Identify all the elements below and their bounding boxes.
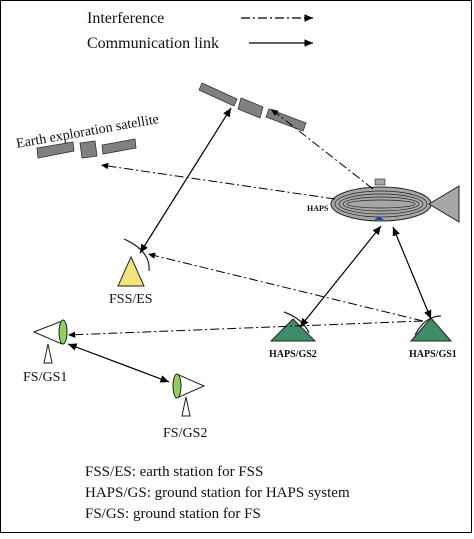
- haps-gs1-dish: [414, 315, 442, 336]
- fss-es-label: FSS/ES: [109, 292, 153, 307]
- haps-top-fin: [374, 178, 386, 186]
- link-haps-gs2: [299, 225, 382, 328]
- haps-gs2-triangle: [269, 318, 317, 342]
- fs-gs1-horn: [32, 320, 63, 345]
- note-fs-gs: FS/GS: ground station for FS: [85, 506, 261, 522]
- note-haps-gs: HAPS/GS: ground station for HAPS system: [85, 485, 350, 501]
- eess-left-panel: [36, 141, 75, 159]
- note-fss-es: FSS/ES: earth station for FSS: [85, 464, 263, 480]
- interference-gs1-fs-gs1: [67, 320, 424, 338]
- communication-links: [67, 107, 432, 383]
- haps-gs2-dish: [283, 311, 310, 334]
- fss-es-dish: [123, 238, 150, 272]
- notes: FSS/ES: earth station for FSS HAPS/GS: g…: [85, 464, 350, 522]
- haps-gs2-station: [269, 311, 317, 342]
- fs-gs1-label: FS/GS1: [23, 370, 67, 385]
- haps-label: HAPS: [307, 204, 329, 213]
- fs-gs2-station: [172, 373, 206, 417]
- fss-es-station: [117, 238, 150, 287]
- link-fs-gs1-fs-gs2: [67, 343, 170, 383]
- haps-gs1-station: [409, 315, 453, 342]
- earth-exploration-satellite: [36, 138, 137, 159]
- interference-haps-satellite: [270, 108, 374, 190]
- haps-body: [330, 186, 432, 222]
- fs-gs2-mast: [181, 396, 191, 417]
- link-satellite-fss: [139, 107, 232, 254]
- haps-gs1-triangle: [409, 317, 453, 342]
- haps-body-stripes: [334, 190, 428, 218]
- fs-gs1-mast: [43, 343, 53, 364]
- fs-gs1-station: [32, 319, 68, 364]
- satellite-top-right-panel: [265, 108, 307, 132]
- haps-airship: [330, 178, 460, 223]
- eess-right-panel: [101, 138, 137, 155]
- legend-interference-label: Interference: [87, 10, 164, 27]
- haps-gs1-label: HAPS/GS1: [409, 349, 457, 360]
- fs-gs1-dish: [58, 319, 68, 345]
- fs-gs2-horn: [178, 374, 206, 398]
- satellite-top-left-panel: [198, 82, 238, 107]
- link-haps-gs1: [392, 226, 432, 320]
- satellite-top-body: [237, 97, 264, 119]
- interference-haps-eess: [100, 162, 336, 200]
- haps-antenna: [374, 216, 384, 220]
- legend: Interference Communication link: [87, 10, 313, 52]
- haps-tail: [428, 185, 460, 223]
- haps-gs2-label: HAPS/GS2: [269, 349, 317, 360]
- fss-es-triangle: [117, 255, 145, 287]
- interference-gs1-fss: [147, 252, 424, 322]
- legend-link-label: Communication link: [87, 35, 219, 52]
- eess-body: [79, 140, 98, 159]
- fs-gs2-dish: [172, 373, 182, 399]
- interference-links: [67, 108, 424, 338]
- fs-gs2-label: FS/GS2: [163, 426, 207, 441]
